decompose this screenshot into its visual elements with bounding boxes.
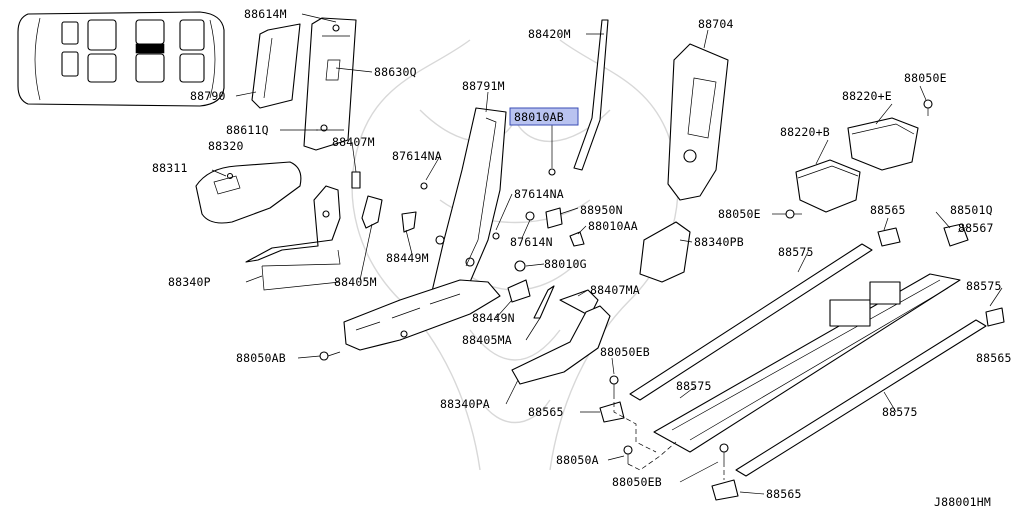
label-87614N[interactable]: 87614N (510, 235, 553, 249)
latch-parts-group (514, 207, 691, 283)
label-87614NA[interactable]: 87614NA (392, 149, 442, 163)
label-88575-d[interactable]: 88575 (882, 405, 918, 419)
leader-lines (211, 13, 1003, 495)
label-88611Q[interactable]: 88611Q (226, 123, 269, 137)
label-88050AB[interactable]: 88050AB (236, 351, 286, 365)
label-88340PB[interactable]: 88340PB (694, 235, 744, 249)
rails-88575 (629, 243, 987, 477)
label-88340P[interactable]: 88340P (168, 275, 211, 289)
label-88320[interactable]: 88320 (208, 139, 244, 153)
label-88575-b[interactable]: 88575 (966, 279, 1002, 293)
assembly-lines (613, 394, 725, 480)
vehicle-top-view-icon (17, 11, 225, 107)
label-88449M[interactable]: 88449M (386, 251, 429, 265)
label-88704[interactable]: 88704 (698, 17, 734, 31)
label-88407M[interactable]: 88407M (332, 135, 375, 149)
part-88340P-side-cover (245, 185, 341, 291)
label-88010G[interactable]: 88010G (544, 257, 587, 271)
diagram-code: J88001HM (934, 495, 991, 509)
label-88220B[interactable]: 88220+B (780, 125, 830, 139)
label-88501Q[interactable]: 88501Q (950, 203, 993, 217)
small-parts-group-right (507, 279, 611, 385)
label-88405MA[interactable]: 88405MA (462, 333, 512, 347)
label-88010AA[interactable]: 88010AA (588, 219, 638, 233)
part-88311-armrest (195, 161, 302, 224)
highlight-box (509, 107, 579, 126)
label-88575-a[interactable]: 88575 (778, 245, 814, 259)
small-parts-group-left (351, 171, 417, 233)
label-88567[interactable]: 88567 (958, 221, 994, 235)
label-88950N[interactable]: 88950N (580, 203, 623, 217)
part-88791M-seat-frame (343, 107, 507, 351)
label-88050EB-a[interactable]: 88050EB (600, 345, 650, 359)
part-88420M-rod (573, 19, 609, 171)
label-88050A[interactable]: 88050A (556, 453, 599, 467)
label-88050E-b[interactable]: 88050E (718, 207, 761, 221)
clips-group (599, 223, 1005, 501)
part-88704-side-panel (667, 43, 729, 201)
label-88407MA[interactable]: 88407MA (590, 283, 640, 297)
part-88220E-cover (847, 117, 919, 171)
part-88790-armrest-pad (251, 23, 301, 109)
label-88420M[interactable]: 88420M (528, 27, 571, 41)
label-88050E-a[interactable]: 88050E (904, 71, 947, 85)
label-88565-d[interactable]: 88565 (766, 487, 802, 501)
label-88790[interactable]: 88790 (190, 89, 226, 103)
part-88220B-cover (795, 159, 861, 213)
label-88340PA[interactable]: 88340PA (440, 397, 490, 411)
label-88630Q[interactable]: 88630Q (374, 65, 417, 79)
label-88565-a[interactable]: 88565 (870, 203, 906, 217)
label-88050EB-b[interactable]: 88050EB (612, 475, 662, 489)
label-88405M[interactable]: 88405M (334, 275, 377, 289)
label-88575-c[interactable]: 88575 (676, 379, 712, 393)
label-88565-b[interactable]: 88565 (976, 351, 1012, 365)
label-88614M[interactable]: 88614M (244, 7, 287, 21)
label-88791M[interactable]: 88791M (462, 79, 505, 93)
label-88010AB[interactable]: 88010AB (514, 110, 564, 124)
label-88220E[interactable]: 88220+E (842, 89, 892, 103)
label-87614NA-b[interactable]: 87614NA (514, 187, 564, 201)
part-88630Q-armrest-frame (303, 17, 357, 151)
label-88449N[interactable]: 88449N (472, 311, 515, 325)
label-88311[interactable]: 88311 (152, 161, 188, 175)
label-88565-c[interactable]: 88565 (528, 405, 564, 419)
part-labels: 88614M 88630Q 88790 88611Q 88320 88311 8… (152, 7, 1012, 509)
